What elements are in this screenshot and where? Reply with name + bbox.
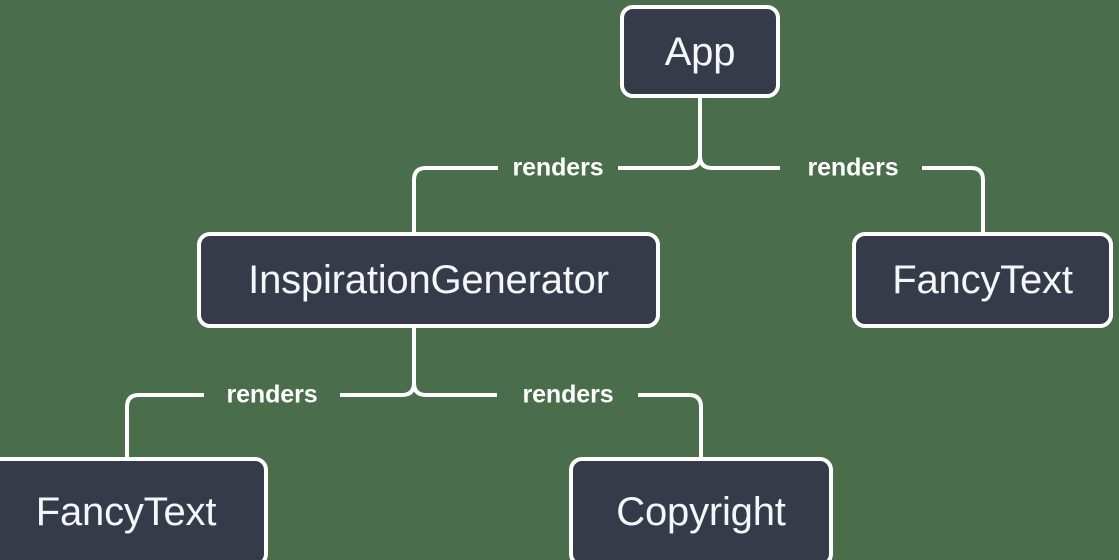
node-fancytext-bottom[interactable]: FancyText <box>0 457 268 560</box>
node-copyright[interactable]: Copyright <box>569 457 833 560</box>
edge-app-to-inspiration-generator-tail <box>412 166 498 232</box>
edge-app-stem-right <box>698 98 713 170</box>
node-app-label: App <box>664 29 736 74</box>
node-copyright-label: Copyright <box>616 490 786 534</box>
node-inspiration-generator[interactable]: InspirationGenerator <box>197 232 660 328</box>
edge-label-inspiration-to-fancytext-bottom: renders <box>226 380 318 409</box>
node-inspiration-generator-label: InspirationGenerator <box>248 258 609 302</box>
edge-label-inspiration-to-copyright: renders <box>522 380 614 409</box>
edge-app-to-fancytext-right-tail <box>922 166 985 232</box>
edge-inspiration-to-fancytext-bottom-tail <box>125 393 204 457</box>
node-app[interactable]: App <box>620 5 780 98</box>
node-fancytext-right-label: FancyText <box>892 258 1073 302</box>
edge-inspiration-stem-right <box>412 328 427 397</box>
edge-label-app-to-inspiration-generator: renders <box>512 153 604 182</box>
edge-inspiration-to-copyright-tail <box>638 393 703 457</box>
edge-label-app-to-fancytext-right: renders <box>807 153 899 182</box>
node-fancytext-right[interactable]: FancyText <box>852 232 1113 328</box>
node-fancytext-bottom-label: FancyText <box>35 490 217 534</box>
